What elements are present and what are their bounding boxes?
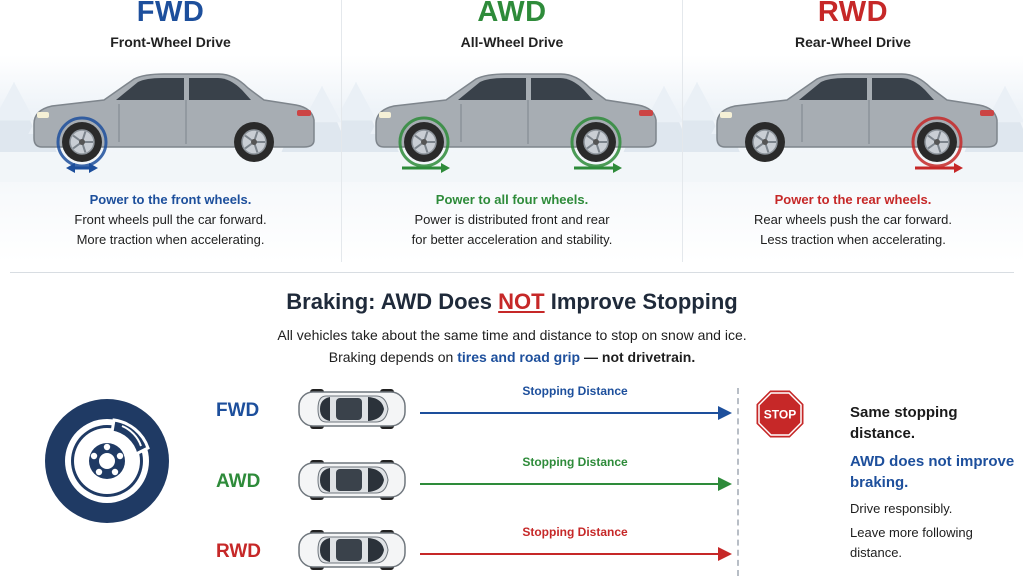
- powered-wheel: [911, 116, 963, 168]
- panel-awd: AWD All-Wheel Drive Power to all four wh…: [341, 0, 682, 262]
- note-awd-no-improve: AWD does not improve braking.: [850, 453, 1015, 491]
- subtitle-text: — not drivetrain.: [580, 349, 696, 365]
- panel-fwd: FWD Front-Wheel Drive Power to the front…: [0, 0, 341, 262]
- stopping-distance-arrow: [420, 406, 732, 420]
- powered-wheel: [398, 116, 450, 168]
- caption-line: Power is distributed front and rear: [414, 212, 610, 227]
- note-drive-responsibly: Drive responsibly.: [850, 501, 953, 516]
- braking-title-not: NOT: [498, 289, 545, 314]
- arrow-head: [718, 547, 732, 561]
- car-top-view-body: [298, 460, 406, 500]
- caption-line: Rear wheels push the car forward.: [754, 212, 952, 227]
- row-label: FWD: [216, 400, 260, 421]
- braking-notes: Same stopping distance. AWD does not imp…: [850, 402, 1020, 563]
- subtitle-highlight: tires and road grip: [457, 349, 581, 365]
- wheel-force-arrow: [915, 163, 963, 173]
- powered-wheel: [56, 116, 108, 168]
- stop-sign-text: STOP: [764, 408, 796, 422]
- arrow-head: [718, 477, 732, 491]
- drivetrain-panels: FWD Front-Wheel Drive Power to the front…: [0, 0, 1024, 262]
- panel-caption: Power to all four wheels. Power is distr…: [342, 190, 682, 250]
- stop-sign-icon: STOP: [755, 389, 805, 439]
- caption-line: Less traction when accelerating.: [760, 232, 946, 247]
- fwd-car-illustration: [0, 73, 341, 182]
- subtitle-text: Braking depends on: [328, 349, 458, 365]
- top-view-car: [298, 460, 406, 500]
- panel-code: RWD: [817, 0, 889, 28]
- braking-row-rwd: RWD Stopping Distance: [0, 525, 740, 576]
- caption-headline: Power to all four wheels.: [435, 192, 589, 207]
- top-view-car: [298, 530, 406, 570]
- note-same-distance: Same stopping distance.: [850, 404, 958, 442]
- panel-title: Front-Wheel Drive: [110, 34, 231, 50]
- car-top-view-body: [298, 389, 406, 429]
- braking-subtitle-2: Braking depends on tires and road grip —…: [0, 349, 1024, 365]
- sedan-side-view: [33, 73, 315, 168]
- snow-ground: [0, 152, 341, 182]
- braking-row-fwd: FWD Stopping Distance: [0, 384, 740, 444]
- braking-title: Braking: AWD Does NOT Improve Stopping: [0, 289, 1024, 315]
- caption-headline: Power to the front wheels.: [89, 192, 252, 207]
- wheel-force-arrow: [402, 163, 450, 173]
- wheel: [745, 122, 785, 162]
- panel-caption: Power to the front wheels. Front wheels …: [0, 190, 341, 250]
- rwd-car-illustration: [683, 73, 1023, 182]
- sedan-side-view: [375, 73, 657, 168]
- row-label: AWD: [216, 471, 261, 492]
- snow-ground: [683, 152, 1023, 182]
- arrow-head: [718, 406, 732, 420]
- powered-wheel: [570, 116, 622, 168]
- car-top-view-body: [298, 530, 406, 570]
- wheel-force-arrow: [66, 163, 98, 173]
- panel-code: FWD: [136, 0, 205, 28]
- braking-row-awd: AWD Stopping Distance: [0, 455, 740, 515]
- caption-line: for better acceleration and stability.: [411, 232, 613, 247]
- caption-line: Front wheels pull the car forward.: [74, 212, 267, 227]
- panel-title: Rear-Wheel Drive: [795, 34, 911, 50]
- caption-headline: Power to the rear wheels.: [774, 192, 932, 207]
- braking-title-text: Braking: AWD Does: [286, 289, 499, 314]
- stopping-distance-label: Stopping Distance: [522, 525, 628, 539]
- stopping-distance-label: Stopping Distance: [522, 384, 628, 398]
- wheel: [234, 122, 274, 162]
- stopping-distance-arrow: [420, 547, 732, 561]
- top-view-car: [298, 389, 406, 429]
- section-divider: [10, 272, 1014, 273]
- awd-car-illustration: [342, 73, 682, 182]
- sedan-side-view: [716, 73, 998, 168]
- row-label: RWD: [216, 541, 262, 562]
- wheel-force-arrow: [574, 163, 622, 173]
- stopping-distance-arrow: [420, 477, 732, 491]
- note-following-distance: Leave more following distance.: [850, 525, 973, 560]
- caption-line: More traction when accelerating.: [76, 232, 265, 247]
- braking-subtitle: All vehicles take about the same time an…: [277, 327, 747, 343]
- panel-rwd: RWD Rear-Wheel Drive Power to the rear w…: [682, 0, 1023, 262]
- snow-ground: [342, 152, 682, 182]
- stopping-distance-label: Stopping Distance: [522, 455, 628, 469]
- brake-rotor-icon: [45, 399, 169, 523]
- stop-line: [737, 388, 739, 576]
- panel-title: All-Wheel Drive: [460, 34, 564, 50]
- braking-title-text: Improve Stopping: [544, 289, 738, 314]
- panel-code: AWD: [477, 0, 547, 28]
- panel-caption: Power to the rear wheels. Rear wheels pu…: [683, 190, 1023, 250]
